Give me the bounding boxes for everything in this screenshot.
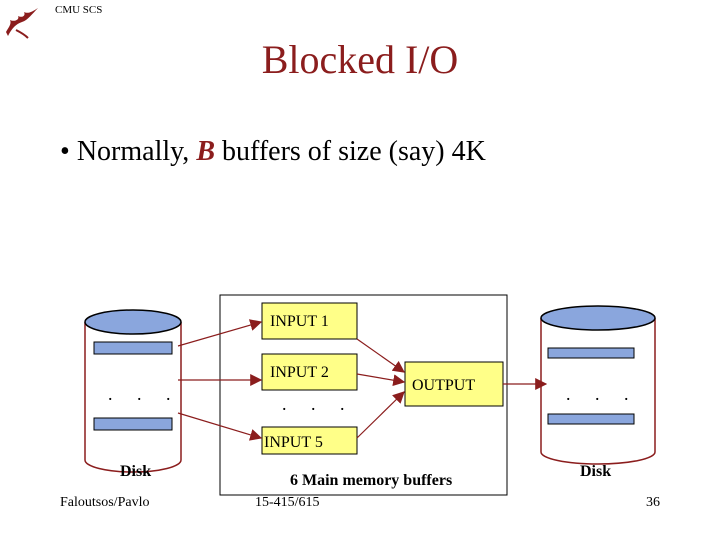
arrow-input2-to-output xyxy=(356,373,406,387)
input-5-buffer xyxy=(261,426,358,455)
arrow-input1-to-output xyxy=(356,338,405,373)
input-1-label: INPUT 1 xyxy=(270,313,329,330)
left-disk xyxy=(84,309,182,473)
output-label: OUTPUT xyxy=(412,377,475,394)
right-disk-dots: . . . xyxy=(566,384,639,404)
arrow-disk-to-input1 xyxy=(177,319,263,347)
memory-dots: . . . xyxy=(282,394,355,414)
output-buffer xyxy=(404,361,504,407)
page-number: 36 xyxy=(646,495,660,510)
header-label: CMU SCS xyxy=(55,4,103,16)
footer-author: Faloutsos/Pavlo xyxy=(60,495,150,510)
bullet-marker: • xyxy=(60,136,77,167)
input-1-buffer xyxy=(261,302,358,340)
slide-title: Blocked I/O xyxy=(261,37,459,82)
input-2-buffer xyxy=(261,353,358,391)
right-disk-page xyxy=(547,413,635,425)
bullet-item: • Normally, B buffers of size (say) 4K xyxy=(60,136,486,168)
left-disk-dots: . . . xyxy=(108,384,181,404)
diagram-caption: 6 Main memory buffers xyxy=(290,472,453,489)
main-memory-frame xyxy=(219,294,508,496)
bullet-prefix: Normally, xyxy=(76,136,197,167)
input-5-label: INPUT 5 xyxy=(264,434,323,451)
arrow-input5-to-output xyxy=(356,391,405,439)
right-disk-label: Disk xyxy=(580,463,611,480)
bullet-suffix: buffers of size (say) 4K xyxy=(215,136,486,167)
footer-course: 15-415/615 xyxy=(255,495,320,510)
left-disk-page xyxy=(93,341,173,355)
input-2-label: INPUT 2 xyxy=(270,364,329,381)
left-disk-label: Disk xyxy=(120,463,151,480)
cmu-dragon-logo-icon xyxy=(6,8,38,39)
arrow-disk-to-input5 xyxy=(177,412,263,441)
right-disk-page xyxy=(547,347,635,359)
left-disk-page xyxy=(93,417,173,431)
bullet-var: B xyxy=(196,136,215,167)
right-disk xyxy=(540,305,656,465)
